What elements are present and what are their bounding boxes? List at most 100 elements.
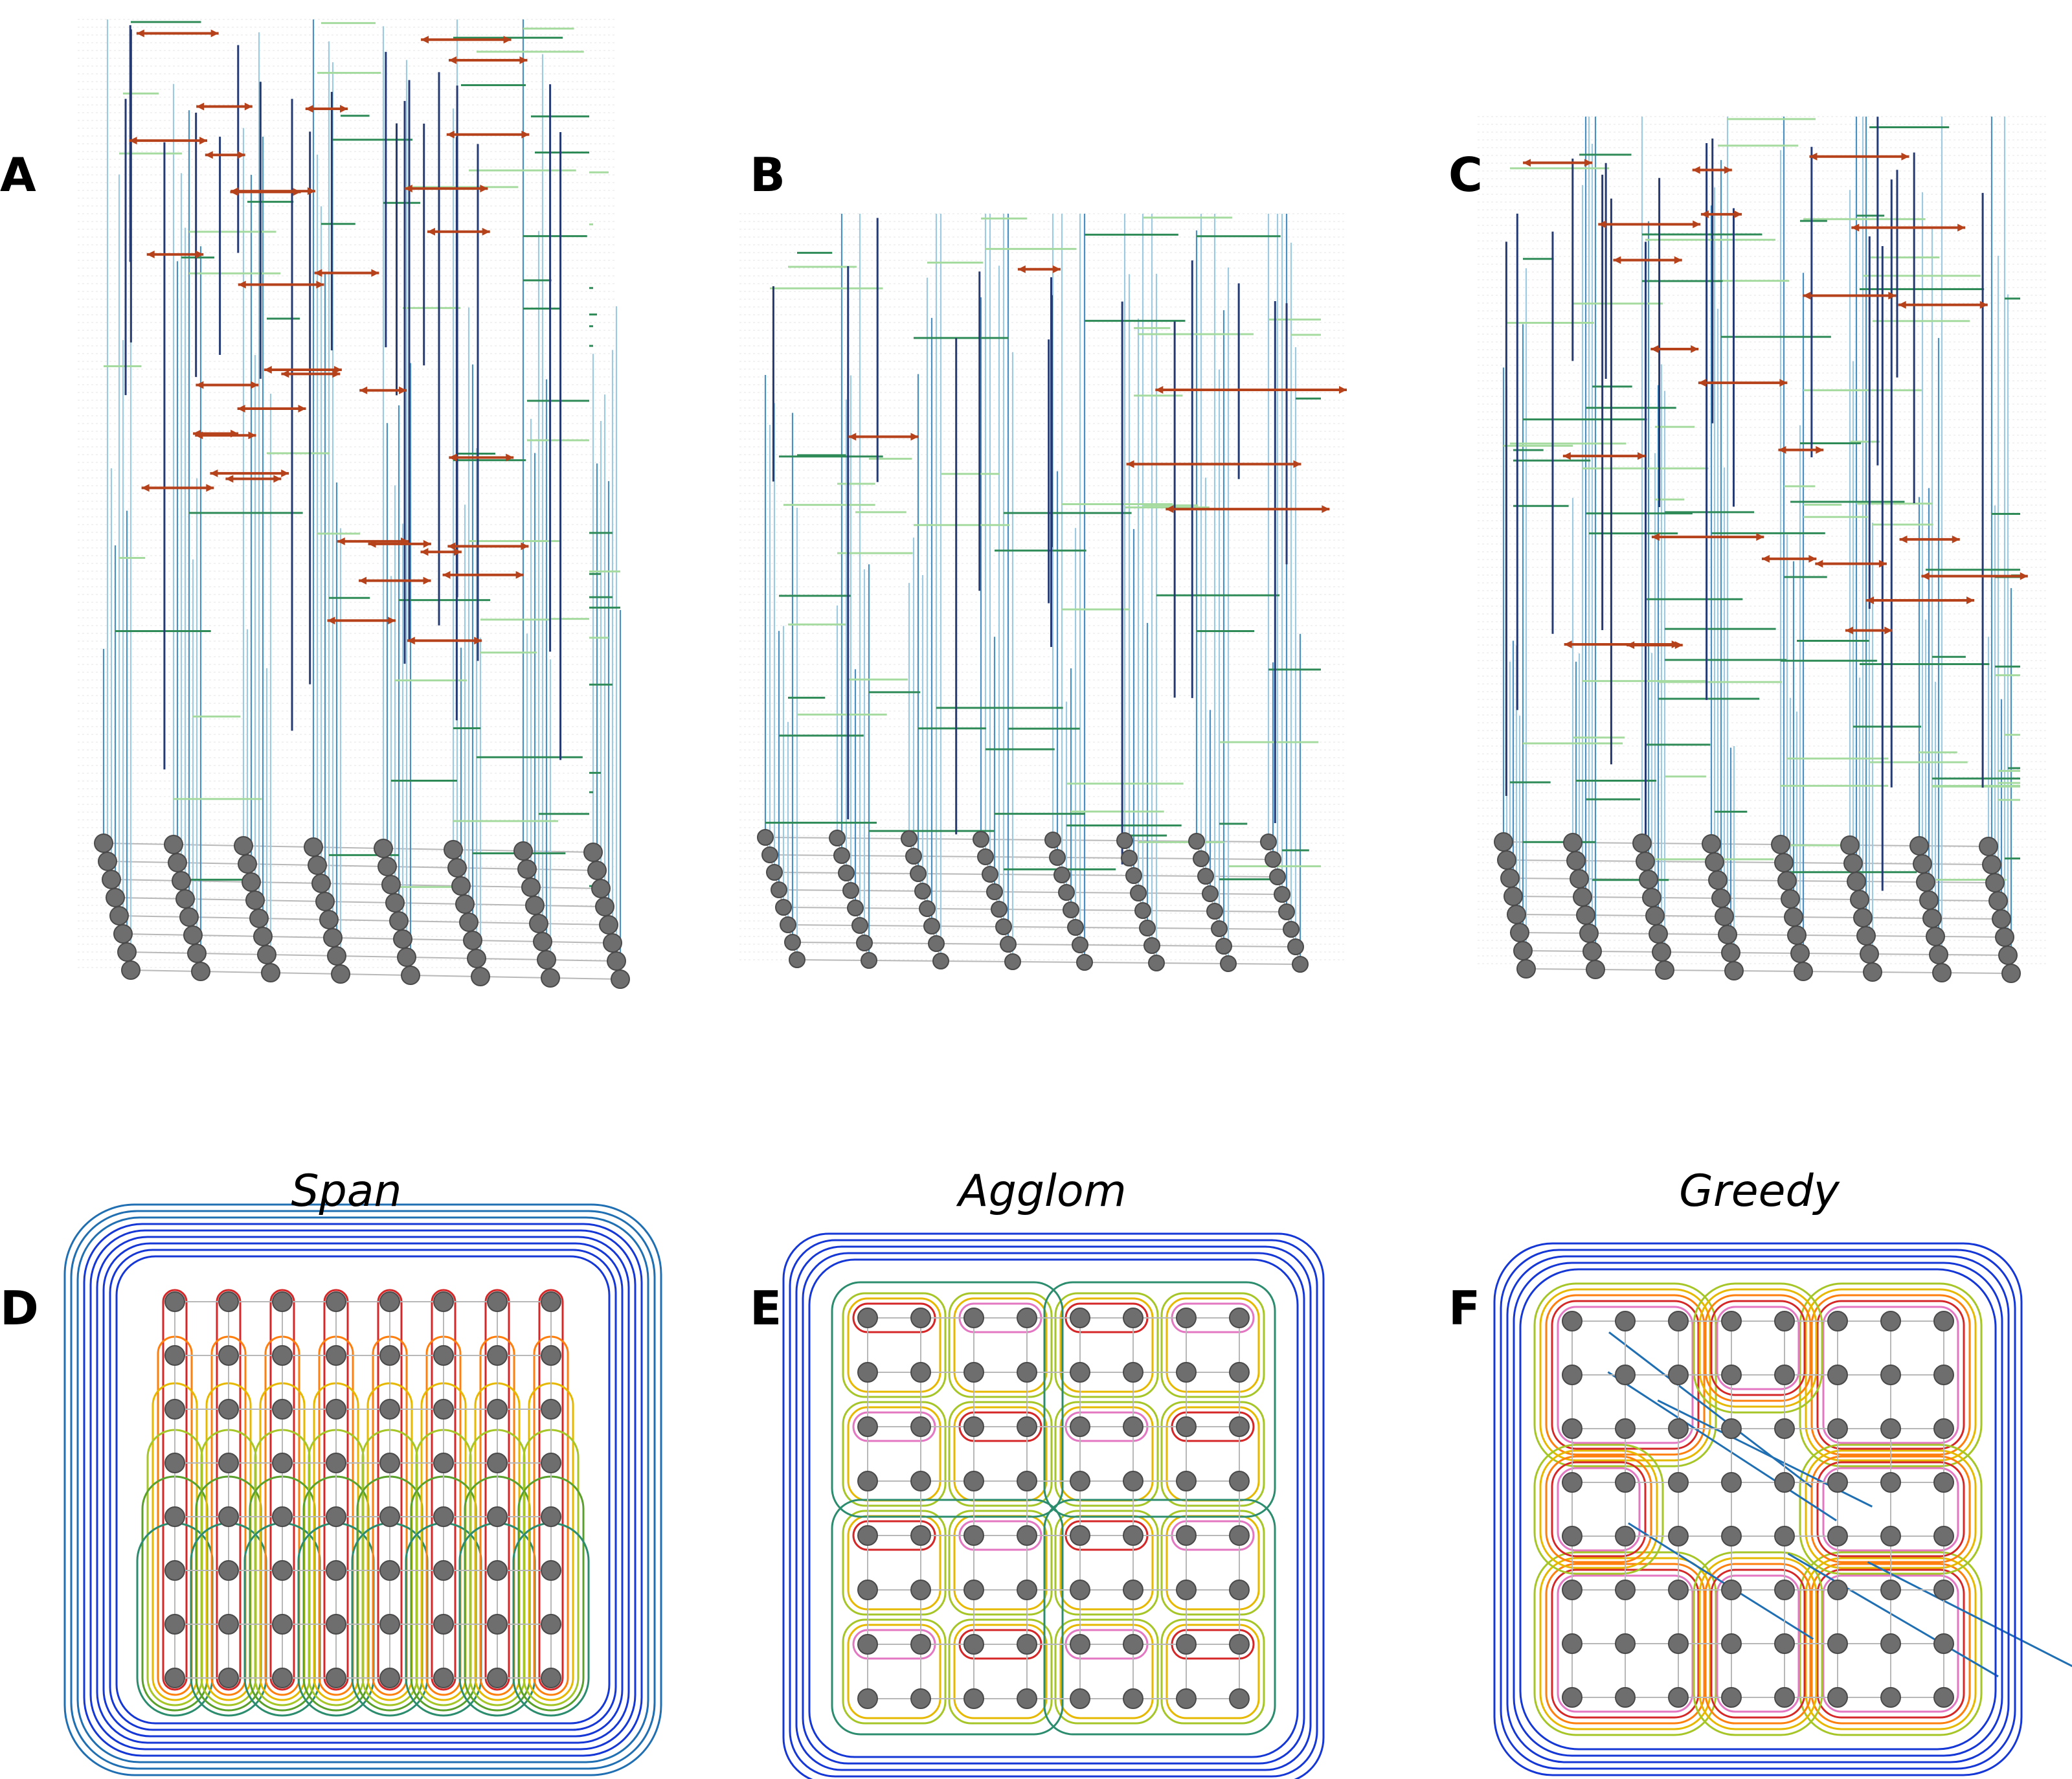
lattice-node <box>1933 1365 1954 1385</box>
lattice-node <box>1860 944 1879 964</box>
lattice-node <box>1919 890 1939 910</box>
swap-arrow-head <box>1778 446 1786 454</box>
lattice-node <box>919 900 936 917</box>
lattice-node <box>1774 853 1794 872</box>
swap-arrow-head <box>1674 256 1682 264</box>
panel-c-tree-diagram <box>1478 116 2046 983</box>
grid-edge <box>270 972 341 975</box>
swap-arrow-head <box>1339 386 1347 394</box>
lattice-node <box>1985 873 2005 892</box>
swap-arrow-head <box>371 269 379 277</box>
swap-arrow-head <box>237 405 245 413</box>
swap-arrow-head <box>225 475 234 483</box>
lattice-node <box>1992 909 2011 929</box>
swap-arrow-head <box>1598 220 1606 229</box>
lattice-node <box>234 836 253 856</box>
swap-arrow-head <box>474 637 482 645</box>
lattice-node <box>1176 1308 1197 1328</box>
lattice-node <box>1781 889 1800 909</box>
lattice-node <box>1063 901 1079 918</box>
lattice-node <box>1206 903 1223 920</box>
lattice-node <box>471 967 490 986</box>
lattice-node <box>1721 1687 1742 1708</box>
lattice-node <box>1562 1687 1582 1708</box>
swap-arrow-head <box>1808 554 1817 563</box>
swap-arrow-head <box>1779 379 1788 387</box>
cluster-contour <box>1698 1288 1818 1408</box>
lattice-node <box>1070 1525 1090 1546</box>
lattice-node <box>1933 1580 1954 1600</box>
lattice-node <box>914 883 931 900</box>
swap-arrow-head <box>1564 640 1572 649</box>
lattice-node <box>1979 837 1998 856</box>
grid-edge <box>464 903 535 906</box>
lattice-node <box>1176 1525 1197 1546</box>
swap-arrow-head <box>244 102 253 111</box>
lattice-node <box>1220 955 1237 972</box>
swap-arrow-head <box>1884 626 1893 635</box>
grid-edge <box>542 941 613 944</box>
outer-contour <box>789 1239 1318 1778</box>
lattice-node <box>1229 1688 1250 1709</box>
swap-arrow-head <box>1952 535 1960 543</box>
swap-arrow-head <box>521 130 530 139</box>
swap-arrow-head <box>1851 223 1860 232</box>
lattice-node <box>187 944 207 963</box>
swap-arrow-head <box>237 151 245 159</box>
lattice-node <box>433 1560 454 1581</box>
block-contour <box>1054 1510 1159 1616</box>
lattice-node <box>1229 1580 1250 1600</box>
lattice-node <box>379 1399 400 1420</box>
lattice-node <box>304 837 323 857</box>
lattice-node <box>249 909 269 928</box>
lattice-node <box>963 1308 984 1328</box>
grid-edge <box>1803 971 1873 973</box>
lattice-node <box>183 925 203 945</box>
lattice-node <box>599 915 618 935</box>
swap-arrow-head <box>146 250 155 258</box>
grid-edge <box>1057 857 1130 859</box>
caption-greedy: Greedy <box>1679 1166 1840 1217</box>
swap-arrow-head <box>453 548 462 556</box>
lattice-node <box>1586 960 1605 979</box>
crossing-contour <box>1608 1331 1812 1488</box>
grid-edge <box>546 959 617 962</box>
lattice-node <box>272 1614 293 1635</box>
grid-edge <box>1147 927 1220 929</box>
lattice-node <box>121 960 141 980</box>
swap-arrow-head <box>1866 596 1875 605</box>
grid-edge <box>188 916 260 919</box>
block-contour <box>842 1292 947 1398</box>
lattice-node <box>1827 1687 1848 1708</box>
lattice-node <box>1176 1362 1197 1383</box>
grid-edge <box>1645 861 1715 863</box>
lattice-node <box>963 1580 984 1600</box>
panel-letter-b: B <box>750 148 785 202</box>
lattice-node <box>910 1525 931 1546</box>
lattice-node <box>1880 1311 1901 1331</box>
swap-arrow-head <box>1888 291 1897 300</box>
lattice-node <box>1615 1418 1636 1439</box>
swap-arrow-head <box>305 105 313 113</box>
lattice-node <box>1562 1580 1582 1600</box>
lattice-node <box>963 1362 984 1383</box>
grid-edge <box>1070 909 1143 911</box>
swap-arrow-head <box>446 130 455 139</box>
block-contour <box>847 1297 941 1393</box>
panel-letter-d: D <box>0 1281 39 1335</box>
block-contour <box>1160 1401 1265 1507</box>
outer-contour <box>802 1252 1305 1765</box>
lattice-node <box>595 897 614 916</box>
crossing-contour <box>1867 1561 2072 1668</box>
grid-edge <box>118 915 190 918</box>
lattice-node <box>1615 1687 1636 1708</box>
lattice-node <box>326 1614 346 1635</box>
lattice-node <box>842 882 859 899</box>
lattice-node <box>847 900 864 916</box>
lattice-node <box>1794 962 1813 981</box>
swap-arrow-head <box>1816 446 1824 454</box>
swap-arrow-head <box>327 617 335 625</box>
lattice-node <box>102 870 121 889</box>
grid-edge <box>1509 878 1580 879</box>
grid-edge <box>1516 914 1586 916</box>
